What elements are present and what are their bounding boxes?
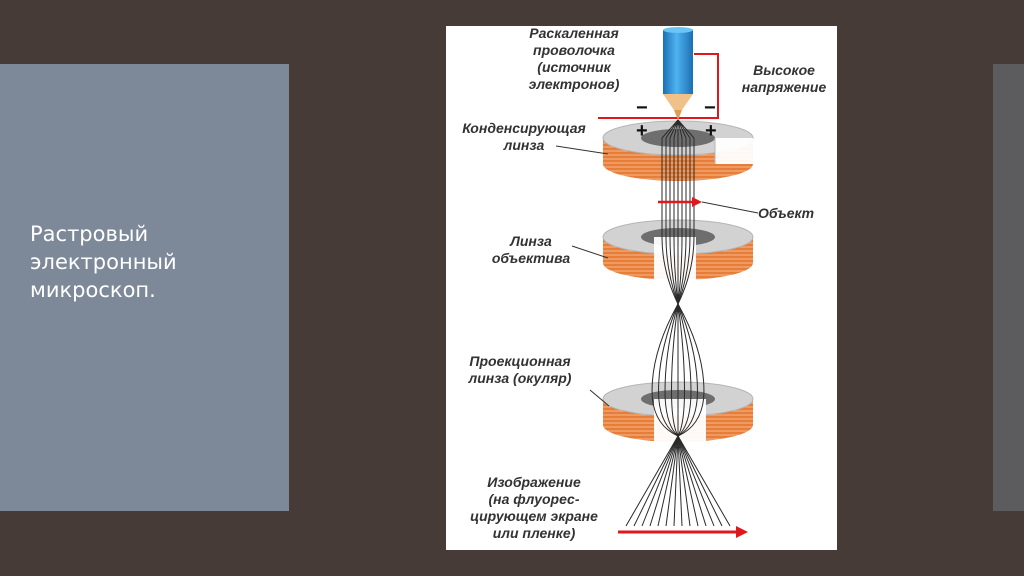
slide-title-line-2: электронный — [30, 250, 177, 274]
filament-source — [663, 27, 693, 120]
beam-ray — [677, 435, 723, 527]
image-label-line-2: (на флуорес- — [488, 491, 580, 507]
beam-ray — [677, 435, 707, 527]
beam-ray — [677, 303, 692, 400]
beam-ray — [664, 398, 679, 437]
objective-lens — [602, 219, 754, 286]
beam-ray — [677, 398, 698, 437]
image-label: Изображение (на флуорес- цирующем экране… — [456, 474, 612, 542]
beam-ray — [677, 119, 683, 139]
right-edge-panel — [993, 64, 1024, 511]
filament-label-line-1: Раскаленная — [529, 25, 619, 41]
beam-ray — [633, 435, 679, 527]
voltage-label-line-2: напряжение — [741, 79, 827, 95]
beam-ray — [677, 398, 705, 437]
beam-ray — [671, 398, 679, 437]
filament-label-line-3: (источник — [537, 59, 611, 75]
beam-ray — [669, 138, 679, 305]
beam-ray — [665, 435, 679, 527]
beam-ray — [657, 435, 679, 527]
beam-ray — [677, 119, 695, 139]
image-label-line-1: Изображение — [487, 474, 581, 490]
condenser-label: Конденсирующая линза — [446, 120, 602, 154]
beam-ray — [658, 303, 679, 400]
filament-label-line-4: электронов) — [528, 76, 620, 92]
filament-label-line-2: проволочка — [533, 42, 615, 58]
beam-ray — [673, 138, 679, 305]
slide-title-line-3: микроскоп. — [30, 278, 156, 302]
image-arrow — [618, 526, 748, 538]
object-arrow — [658, 197, 759, 214]
image-label-line-3: цирующем экране — [470, 508, 598, 524]
beam-ray — [625, 435, 679, 527]
voltage-label-line-1: Высокое — [753, 62, 815, 78]
beam-ray — [677, 303, 685, 400]
projection-label: Проекционная линза (окуляр) — [450, 353, 590, 387]
condenser-label-line-1: Конденсирующая — [462, 120, 586, 136]
beam-ray — [658, 398, 679, 437]
beam-ray — [641, 435, 679, 527]
image-label-line-4: или пленке) — [492, 525, 576, 541]
filament-label: Раскаленная проволочка (источник электро… — [506, 25, 642, 93]
beam-ray — [664, 303, 679, 400]
objective-label: Линза объектива — [476, 233, 586, 267]
beam-ray — [649, 435, 679, 527]
condenser-label-line-2: линза — [503, 137, 545, 153]
beam-ray — [677, 138, 691, 305]
projection-label-line-1: Проекционная — [469, 353, 571, 369]
beam-ray — [669, 119, 679, 139]
beam-ray — [665, 119, 679, 139]
voltage-label: Высокое напряжение — [729, 62, 839, 96]
beam-ray — [677, 138, 683, 305]
beam-ray — [661, 138, 679, 305]
object-label: Объект — [758, 205, 815, 221]
electron-beam — [625, 119, 731, 527]
microscope-diagram: − − + + Раскаленная проволочка (источник… — [446, 25, 839, 550]
objective-label-line-2: объектива — [491, 250, 571, 266]
beam-ray — [661, 119, 679, 139]
beam-ray — [677, 435, 691, 527]
plus-left-sign: + — [636, 120, 648, 142]
beam-ray — [671, 303, 679, 400]
beam-ray — [677, 398, 692, 437]
beam-ray — [673, 119, 679, 139]
microscope-diagram-graphic — [555, 27, 759, 538]
beam-ray — [677, 119, 687, 139]
beam-ray — [673, 435, 679, 527]
projection-label-line-2: линза (окуляр) — [468, 370, 572, 386]
beam-ray — [677, 138, 687, 305]
beam-ray — [677, 398, 685, 437]
minus-right-sign: − — [704, 97, 716, 119]
beam-ray — [677, 303, 698, 400]
slide-title-line-1: Растровый — [30, 222, 149, 246]
objective-label-line-1: Линза — [510, 233, 552, 249]
minus-left-sign: − — [636, 97, 648, 119]
plus-right-sign: + — [705, 120, 717, 142]
beam-ray — [677, 138, 695, 305]
beam-ray — [677, 435, 683, 527]
beam-ray — [665, 138, 679, 305]
leader-lines — [555, 145, 610, 407]
beam-ray — [677, 303, 705, 400]
title-panel — [0, 64, 289, 511]
beam-ray — [677, 435, 731, 527]
beam-ray — [651, 303, 679, 400]
slide-title: Растровый электронный микроскоп. — [30, 220, 270, 304]
beam-ray — [677, 435, 699, 527]
beam-ray — [677, 435, 715, 527]
